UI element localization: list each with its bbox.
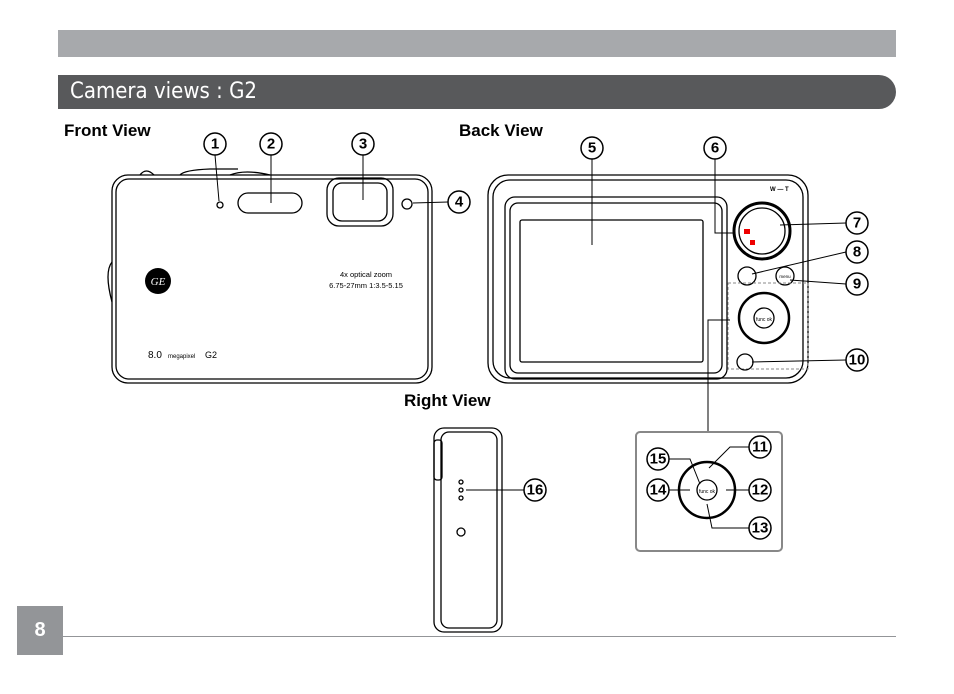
footer-rule xyxy=(63,636,896,637)
svg-text:menu: menu xyxy=(779,274,791,279)
callout-6: 6 xyxy=(703,136,727,160)
svg-text:7: 7 xyxy=(853,215,861,232)
menu-button xyxy=(775,266,795,286)
front-view-heading: Front View xyxy=(64,121,151,140)
svg-text:6: 6 xyxy=(711,140,719,157)
svg-text:10: 10 xyxy=(849,352,866,369)
front-camera: GE 4x optical zoom 6.75-27mm 1:3.5-5.15 … xyxy=(107,154,449,384)
svg-text:5: 5 xyxy=(588,140,596,157)
svg-text:func ok: func ok xyxy=(756,317,773,323)
right-side-camera xyxy=(433,427,524,633)
svg-text:11: 11 xyxy=(752,439,768,456)
svg-text:14: 14 xyxy=(650,482,667,499)
zoom-lever: W — T xyxy=(770,187,789,193)
af-assist-lamp xyxy=(216,201,224,209)
lens-spec: 6.75-27mm 1:3.5-5.15 xyxy=(329,281,403,290)
callout-1: 1 xyxy=(203,132,227,156)
megapixel-unit: megapixel xyxy=(168,354,195,360)
svg-text:15: 15 xyxy=(650,451,667,468)
svg-text:8: 8 xyxy=(853,244,861,261)
nav-pad xyxy=(737,291,791,345)
back-camera: W — T menu func ok xyxy=(487,159,847,432)
callout-14: 14 xyxy=(646,478,670,502)
svg-text:12: 12 xyxy=(752,482,769,499)
svg-text:4: 4 xyxy=(455,194,464,211)
zoom-spec: 4x optical zoom xyxy=(340,270,392,279)
svg-text:1: 1 xyxy=(211,136,219,153)
header-band xyxy=(58,30,896,57)
right-view-heading: Right View xyxy=(404,391,491,410)
delete-button xyxy=(736,353,754,371)
callout-13: 13 xyxy=(748,516,772,540)
callout-12: 12 xyxy=(748,478,772,502)
callout-16: 16 xyxy=(523,478,547,502)
ge-logo xyxy=(145,268,171,294)
callout-15: 15 xyxy=(646,447,670,471)
svg-text:GE: GE xyxy=(151,276,166,288)
playback-button xyxy=(737,266,757,286)
svg-text:16: 16 xyxy=(527,482,544,499)
svg-text:func ok: func ok xyxy=(699,489,716,495)
nav-pad-detail: func ok xyxy=(635,431,783,552)
lcd-screen xyxy=(519,219,704,363)
callout-3: 3 xyxy=(351,132,375,156)
callout-8: 8 xyxy=(845,240,869,264)
back-view-heading: Back View xyxy=(459,121,543,140)
svg-text:13: 13 xyxy=(752,520,769,537)
callout-7: 7 xyxy=(845,211,869,235)
page-title: Camera views : G2 xyxy=(70,79,258,104)
self-timer-lamp xyxy=(401,198,413,210)
callouts: 1 2 3 4 5 6 7 8 9 10 11 12 13 14 15 16 xyxy=(203,132,869,540)
flash xyxy=(237,192,303,214)
callout-2: 2 xyxy=(259,132,283,156)
callout-11: 11 xyxy=(748,435,772,459)
callout-5: 5 xyxy=(580,136,604,160)
svg-text:2: 2 xyxy=(267,136,275,153)
svg-text:9: 9 xyxy=(853,276,861,293)
callout-10: 10 xyxy=(845,348,869,372)
mode-dial xyxy=(732,201,792,261)
page-number: 8 xyxy=(17,606,63,655)
svg-text:3: 3 xyxy=(359,136,367,153)
megapixel-value: 8.0 xyxy=(148,350,162,361)
callout-4: 4 xyxy=(447,190,471,214)
model-name: G2 xyxy=(205,350,217,360)
callout-9: 9 xyxy=(845,272,869,296)
lens xyxy=(326,177,394,227)
title-bar: Camera views : G2 xyxy=(58,75,896,109)
